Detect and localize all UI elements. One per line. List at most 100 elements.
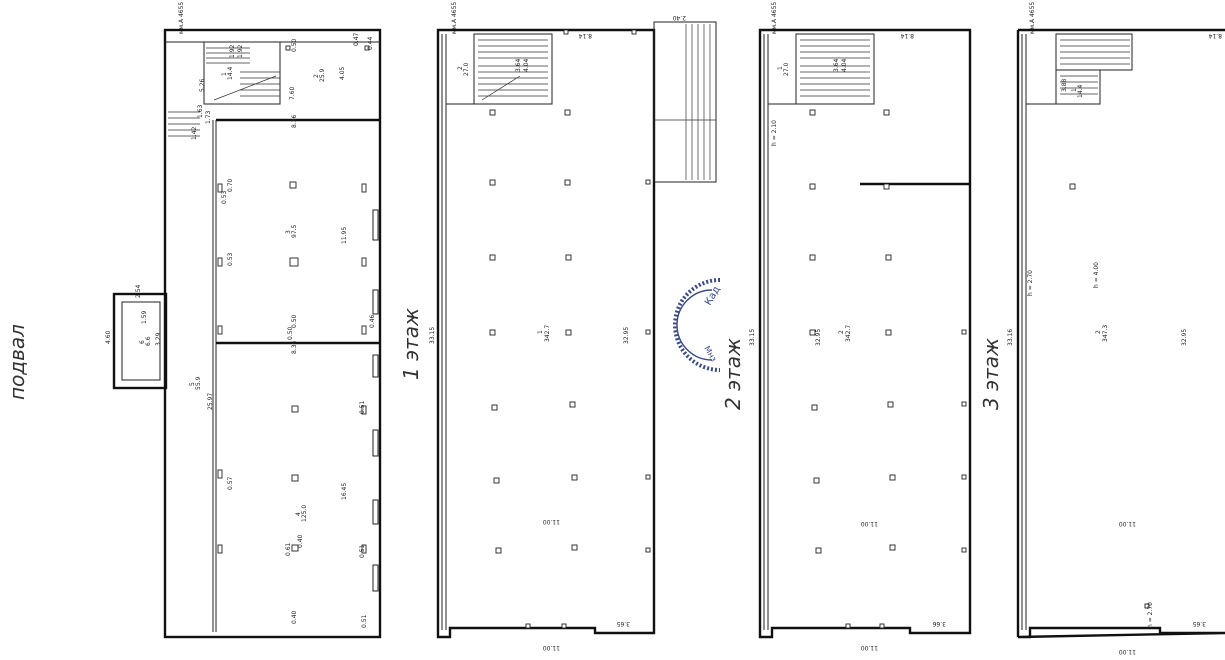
- basement-plan: подвал мм.А 4655: [5, 2, 382, 639]
- svg-text:1.73: 1.73: [205, 110, 212, 124]
- svg-text:h = 2.10: h = 2.10: [771, 120, 778, 146]
- basement-annex: [112, 292, 168, 390]
- svg-text:1.92: 1.92: [237, 44, 244, 58]
- basement-dimensions: 5.26 1.92 1.92 0.50 0.47 0.44 4.05 1.63 …: [105, 32, 376, 628]
- floor-3-dimensions: 8.14 3.88 h = 2.70 h = 4.00 33.16 32.95 …: [1007, 32, 1222, 655]
- svg-text:1.63: 1.63: [197, 104, 204, 118]
- svg-text:0.46: 0.46: [369, 314, 376, 328]
- svg-text:4.60: 4.60: [105, 330, 112, 344]
- svg-text:4.05: 4.05: [339, 66, 346, 80]
- svg-text:4.04: 4.04: [841, 58, 848, 72]
- stamp: Кад Мнз: [673, 278, 723, 372]
- svg-text:16.45: 16.45: [341, 483, 348, 500]
- svg-text:4.04: 4.04: [523, 58, 530, 72]
- svg-text:h = 2.70: h = 2.70: [1147, 602, 1154, 628]
- room-4-area: 125.0: [301, 505, 308, 522]
- svg-text:3.65: 3.65: [1192, 620, 1206, 627]
- floor-1-dimensions: 8.14 2.40 3.64 4.04 33.15 32.95 11.00 11…: [429, 14, 686, 651]
- room-4-num: 4: [295, 512, 302, 516]
- svg-text:7.60: 7.60: [289, 86, 296, 100]
- floor-1-stair: [446, 33, 553, 105]
- svg-text:0.61: 0.61: [285, 542, 292, 556]
- svg-text:32.95: 32.95: [815, 329, 822, 346]
- floor-1-stair-num: 2: [457, 66, 464, 70]
- floor-1-stair-area: 27.0: [463, 62, 470, 76]
- svg-text:0.70: 0.70: [227, 178, 234, 192]
- stamp-text-bottom: Мнз: [702, 345, 718, 364]
- svg-text:0.50: 0.50: [287, 326, 294, 340]
- floor-2-columns: [809, 109, 967, 629]
- svg-text:0.50: 0.50: [291, 314, 298, 328]
- floor-2-title: 2 этаж: [721, 338, 745, 410]
- floor-3-title: 3 этаж: [979, 338, 1003, 410]
- room-6-area: 6.6: [145, 336, 152, 346]
- basement-title: подвал: [5, 324, 29, 400]
- svg-text:11.00: 11.00: [543, 518, 560, 525]
- svg-text:8.14: 8.14: [1208, 32, 1222, 39]
- svg-text:0.53: 0.53: [227, 252, 234, 266]
- svg-text:0.44: 0.44: [367, 36, 374, 50]
- floor-3-stair-num: 1: [1071, 88, 1078, 92]
- floor-3-columns: [1069, 183, 1150, 609]
- svg-text:8.36: 8.36: [291, 114, 298, 128]
- room-6-num: 6: [139, 340, 146, 344]
- svg-text:33.15: 33.15: [429, 327, 436, 344]
- floor-1-room-num: 1: [537, 330, 544, 334]
- room-1-area: 14.4: [227, 66, 234, 80]
- svg-text:1.42: 1.42: [191, 126, 198, 140]
- floor-2-stair: [768, 33, 875, 105]
- svg-text:0.51: 0.51: [359, 544, 366, 558]
- svg-text:5.26: 5.26: [199, 78, 206, 92]
- floor-2-ref-mark: мм.А 4655: [771, 2, 778, 34]
- floor-1-plan: 1 этаж мм.А 4655: [399, 2, 717, 651]
- svg-text:0.53: 0.53: [221, 190, 228, 204]
- stamp-text-top: Кад: [703, 284, 723, 307]
- svg-text:33.15: 33.15: [749, 329, 756, 346]
- svg-text:8.14: 8.14: [578, 32, 592, 39]
- svg-text:h = 4.00: h = 4.00: [1093, 262, 1100, 288]
- svg-text:0.40: 0.40: [297, 534, 304, 548]
- room-5-num: 5: [189, 382, 196, 386]
- svg-text:3.66: 3.66: [932, 620, 946, 627]
- floor-1-columns: [489, 29, 651, 629]
- svg-text:11.00: 11.00: [861, 644, 878, 651]
- svg-text:32.95: 32.95: [623, 327, 630, 344]
- svg-text:11.00: 11.00: [1119, 648, 1136, 655]
- room-2-num: 2: [313, 74, 320, 78]
- svg-text:8.36: 8.36: [291, 340, 298, 354]
- svg-text:1.92: 1.92: [229, 44, 236, 58]
- svg-text:11.95: 11.95: [341, 227, 348, 244]
- svg-text:1.59: 1.59: [141, 310, 148, 324]
- floor-3-stair-area: 14.4: [1077, 84, 1084, 98]
- basement-columns: [217, 45, 370, 554]
- svg-text:33.16: 33.16: [1007, 329, 1014, 346]
- floor-2-dimensions: 8.14 3.64 4.04 h = 2.10 33.15 32.95 11.0…: [749, 32, 946, 651]
- svg-text:2.54: 2.54: [135, 284, 142, 298]
- svg-text:3.29: 3.29: [155, 332, 162, 346]
- basement-entrance-steps: [168, 111, 200, 137]
- svg-text:8.14: 8.14: [900, 32, 914, 39]
- svg-text:3.64: 3.64: [833, 58, 840, 72]
- floor-2-room-area: 342.7: [845, 325, 852, 342]
- floor-3-outer-wall: [1017, 28, 1225, 639]
- svg-text:0.51: 0.51: [361, 614, 368, 628]
- svg-text:0.57: 0.57: [227, 476, 234, 490]
- svg-text:3.65: 3.65: [616, 620, 630, 627]
- floor-2-stair-num: 1: [777, 66, 784, 70]
- svg-text:h = 2.70: h = 2.70: [1027, 270, 1034, 296]
- svg-text:3.64: 3.64: [515, 58, 522, 72]
- svg-text:2.40: 2.40: [672, 14, 686, 21]
- svg-text:25.97: 25.97: [207, 393, 214, 410]
- floor-1-outer-wall: [436, 28, 656, 639]
- basement-stair: [203, 41, 281, 105]
- room-5-area: 55.9: [195, 376, 202, 390]
- svg-text:0.40: 0.40: [291, 610, 298, 624]
- floor-3-room-area: 347.3: [1102, 325, 1109, 342]
- room-3-num: 3: [285, 230, 292, 234]
- floor-1-ref-mark: мм.А 4655: [451, 2, 458, 34]
- room-2-area: 25.9: [319, 68, 326, 82]
- svg-text:3.88: 3.88: [1061, 78, 1068, 92]
- floor-2-plan: 2 этаж мм.А 4655: [721, 2, 972, 651]
- basement-ref-mark: мм.А 4655: [178, 2, 185, 34]
